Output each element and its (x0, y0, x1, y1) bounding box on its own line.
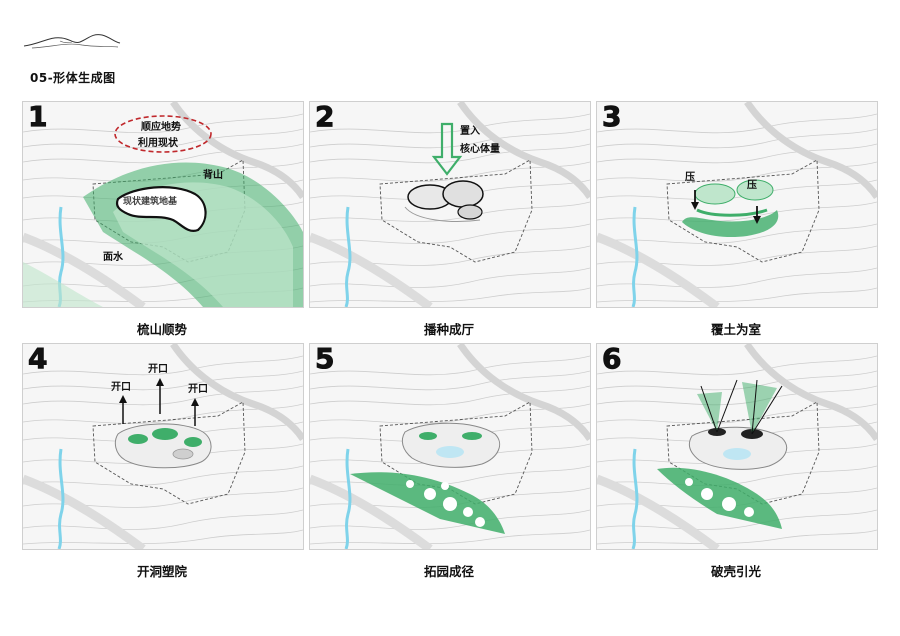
label-zhiru: 置入 (460, 125, 480, 137)
panel-number: 6 (601, 343, 622, 376)
mountain-logo-icon (23, 34, 121, 49)
label-ya-left: 压 (685, 171, 695, 183)
panel-2-caption: 播种成厅 (423, 322, 474, 337)
panel-1-caption: 梳山顺势 (136, 322, 187, 337)
panel-3-diagram: 压 压 (597, 102, 877, 307)
panel-3-caption: 覆土为室 (710, 322, 761, 337)
panel-number: 2 (314, 101, 335, 134)
label-mianshui: 面水 (103, 250, 124, 263)
panel-4-caption: 开洞塑院 (136, 564, 187, 579)
page-title: 05-形体生成图 (30, 71, 116, 85)
panel-number: 3 (601, 101, 622, 134)
panel-4-diagram: 开口 开口 开口 (23, 344, 303, 549)
label-hexin-tiliang: 核心体量 (460, 142, 500, 155)
panel-5-caption: 拓园成径 (423, 564, 474, 579)
label-xianzhuang-jianzhu: 现状建筑地基 (123, 195, 178, 207)
panel-5-diagram (310, 344, 590, 549)
panel-number: 1 (27, 101, 48, 134)
panel-6-diagram (597, 344, 877, 549)
panel-number: 4 (27, 343, 48, 376)
panel-2-diagram: 置入 核心体量 (310, 102, 590, 307)
panel-number: 5 (314, 343, 335, 376)
panel-6-caption: 破壳引光 (710, 564, 761, 579)
panel-2: 置入 核心体量 2 (309, 101, 591, 308)
label-liyong-xianzhuang: 利用现状 (138, 136, 179, 149)
label-kaikou-left: 开口 (111, 381, 131, 393)
panel-1-diagram: 顺应地势 利用现状 背山 现状建筑地基 面水 (23, 102, 303, 307)
label-kaikou-right: 开口 (188, 383, 208, 395)
panel-6: 6 (596, 343, 878, 550)
label-shunying-dishi: 顺应地势 (141, 120, 181, 133)
label-ya-right: 压 (747, 179, 757, 191)
panel-4: 开口 开口 开口 4 (22, 343, 304, 550)
panel-5: 5 (309, 343, 591, 550)
label-beishan: 背山 (203, 168, 223, 181)
panel-1: 顺应地势 利用现状 背山 现状建筑地基 面水 1 (22, 101, 304, 308)
label-kaikou-mid: 开口 (148, 363, 168, 375)
panel-3: 压 压 3 (596, 101, 878, 308)
